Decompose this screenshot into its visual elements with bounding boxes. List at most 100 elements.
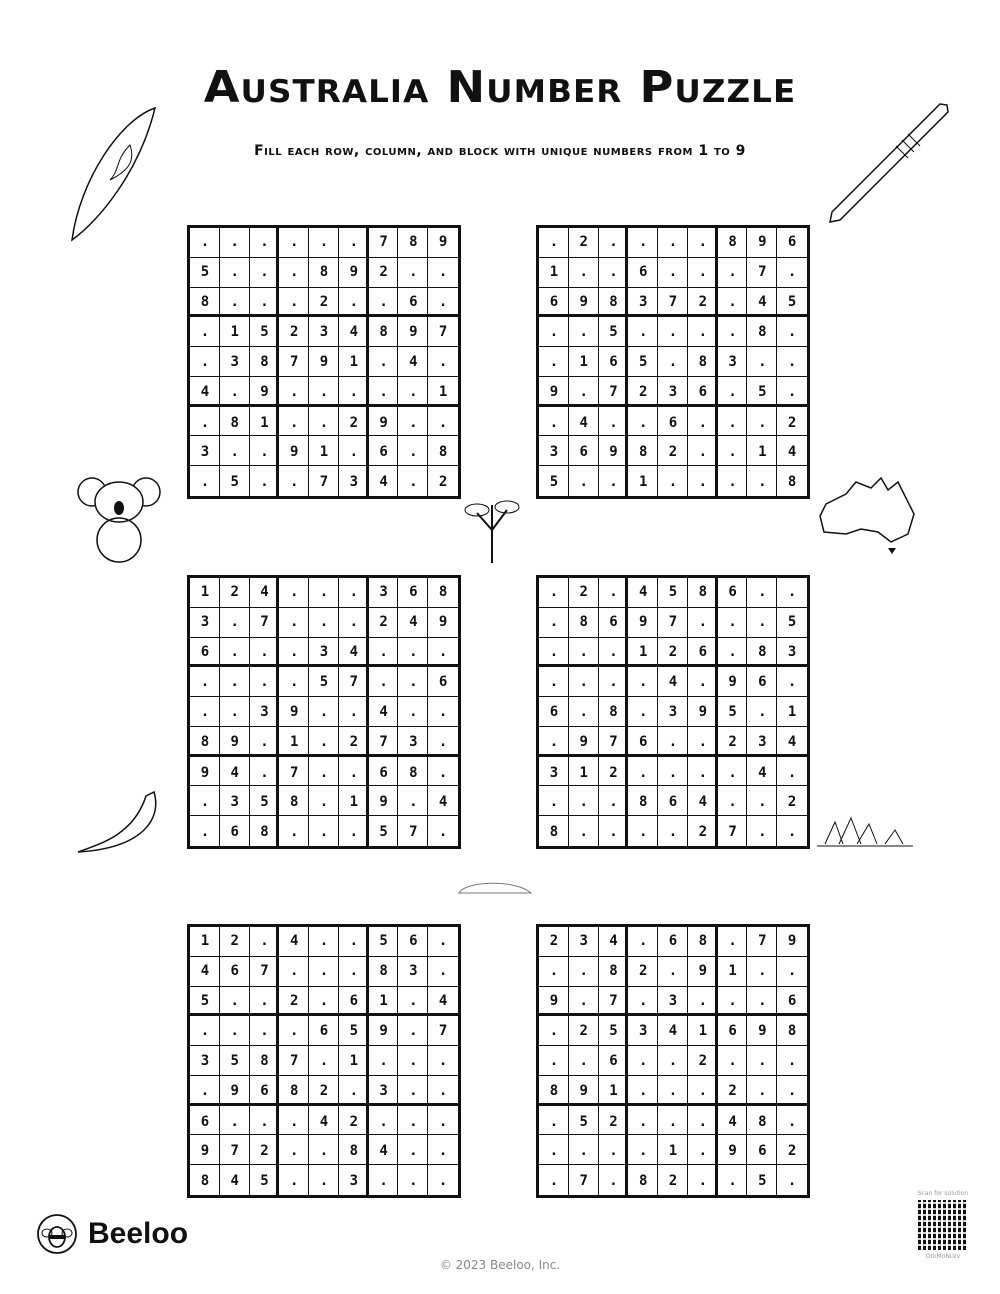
grid-cell[interactable] xyxy=(687,607,718,638)
grid-cell[interactable] xyxy=(687,317,718,348)
grid-cell[interactable] xyxy=(539,317,569,348)
grid-cell[interactable] xyxy=(658,786,688,817)
grid-cell[interactable] xyxy=(279,406,310,437)
grid-cell[interactable] xyxy=(539,1075,569,1106)
grid-cell[interactable] xyxy=(398,376,429,407)
grid-cell[interactable] xyxy=(539,347,569,377)
grid-cell[interactable] xyxy=(219,436,250,467)
grid-cell[interactable] xyxy=(599,1165,629,1195)
grid-cell[interactable] xyxy=(777,377,807,407)
grid-cell[interactable] xyxy=(428,377,458,407)
grid-cell[interactable] xyxy=(249,287,280,318)
grid-cell[interactable] xyxy=(398,1016,429,1047)
grid-cell[interactable] xyxy=(747,1165,778,1195)
grid-cell[interactable] xyxy=(249,667,280,698)
grid-cell[interactable] xyxy=(598,347,629,377)
grid-cell[interactable] xyxy=(687,436,718,467)
grid-cell[interactable] xyxy=(279,986,310,1017)
grid-cell[interactable] xyxy=(279,1165,310,1195)
grid-cell[interactable] xyxy=(598,1046,629,1076)
grid-cell[interactable] xyxy=(747,607,778,638)
grid-cell[interactable] xyxy=(279,257,310,288)
grid-cell[interactable] xyxy=(219,726,250,757)
grid-cell[interactable] xyxy=(747,927,778,957)
grid-cell[interactable] xyxy=(309,816,339,846)
grid-cell[interactable] xyxy=(688,1165,718,1195)
grid-cell[interactable] xyxy=(219,317,250,348)
grid-cell[interactable] xyxy=(658,317,688,348)
grid-cell[interactable] xyxy=(658,1105,688,1136)
grid-cell[interactable] xyxy=(398,1046,429,1076)
grid-cell[interactable] xyxy=(568,726,599,757)
grid-cell[interactable] xyxy=(658,986,688,1017)
grid-cell[interactable] xyxy=(539,956,569,987)
grid-cell[interactable] xyxy=(598,956,629,987)
grid-cell[interactable] xyxy=(338,607,369,638)
grid-cell[interactable] xyxy=(249,257,280,288)
grid-cell[interactable] xyxy=(539,697,569,727)
grid-cell[interactable] xyxy=(368,927,399,957)
grid-cell[interactable] xyxy=(568,637,599,668)
grid-cell[interactable] xyxy=(777,757,807,787)
grid-cell[interactable] xyxy=(338,697,369,727)
grid-cell[interactable] xyxy=(368,786,399,817)
grid-cell[interactable] xyxy=(747,1075,778,1106)
grid-cell[interactable] xyxy=(428,757,458,787)
grid-cell[interactable] xyxy=(747,986,778,1017)
grid-cell[interactable] xyxy=(658,466,688,496)
grid-cell[interactable] xyxy=(190,466,220,496)
grid-cell[interactable] xyxy=(309,786,339,817)
grid-cell[interactable] xyxy=(368,1046,399,1076)
grid-cell[interactable] xyxy=(628,756,659,787)
grid-cell[interactable] xyxy=(747,466,778,496)
grid-cell[interactable] xyxy=(279,317,310,348)
grid-cell[interactable] xyxy=(777,228,807,258)
grid-cell[interactable] xyxy=(568,578,599,608)
grid-cell[interactable] xyxy=(539,816,569,846)
grid-cell[interactable] xyxy=(717,786,748,817)
grid-cell[interactable] xyxy=(568,1046,599,1076)
grid-cell[interactable] xyxy=(568,287,599,318)
grid-cell[interactable] xyxy=(718,1165,748,1195)
grid-cell[interactable] xyxy=(249,786,280,817)
grid-cell[interactable] xyxy=(598,1016,629,1047)
grid-cell[interactable] xyxy=(368,1016,399,1047)
grid-cell[interactable] xyxy=(598,287,629,318)
grid-cell[interactable] xyxy=(717,607,748,638)
grid-cell[interactable] xyxy=(309,406,339,437)
grid-cell[interactable] xyxy=(428,228,458,258)
grid-cell[interactable] xyxy=(747,1135,778,1166)
grid-cell[interactable] xyxy=(658,1016,688,1047)
grid-cell[interactable] xyxy=(687,578,718,608)
grid-cell[interactable] xyxy=(309,1135,339,1166)
grid-cell[interactable] xyxy=(279,436,310,467)
grid-cell[interactable] xyxy=(249,1016,280,1047)
grid-cell[interactable] xyxy=(598,927,629,957)
grid-cell[interactable] xyxy=(539,466,569,496)
grid-cell[interactable] xyxy=(249,1075,280,1106)
grid-cell[interactable] xyxy=(338,257,369,288)
grid-cell[interactable] xyxy=(568,607,599,638)
grid-cell[interactable] xyxy=(368,986,399,1017)
grid-cell[interactable] xyxy=(747,637,778,668)
grid-cell[interactable] xyxy=(598,1135,629,1166)
grid-cell[interactable] xyxy=(598,756,629,787)
grid-cell[interactable] xyxy=(777,288,807,318)
grid-cell[interactable] xyxy=(658,257,688,288)
grid-cell[interactable] xyxy=(687,956,718,987)
grid-cell[interactable] xyxy=(747,1105,778,1136)
grid-cell[interactable] xyxy=(309,986,339,1017)
grid-cell[interactable] xyxy=(428,1135,458,1166)
grid-cell[interactable] xyxy=(190,436,220,467)
grid-cell[interactable] xyxy=(598,406,629,437)
grid-cell[interactable] xyxy=(190,726,220,757)
grid-cell[interactable] xyxy=(190,786,220,817)
grid-cell[interactable] xyxy=(687,376,718,407)
grid-cell[interactable] xyxy=(777,608,807,638)
grid-cell[interactable] xyxy=(598,578,629,608)
grid-cell[interactable] xyxy=(777,1076,807,1106)
grid-cell[interactable] xyxy=(717,1105,748,1136)
grid-cell[interactable] xyxy=(598,986,629,1017)
grid-cell[interactable] xyxy=(428,1106,458,1136)
grid-cell[interactable] xyxy=(368,257,399,288)
